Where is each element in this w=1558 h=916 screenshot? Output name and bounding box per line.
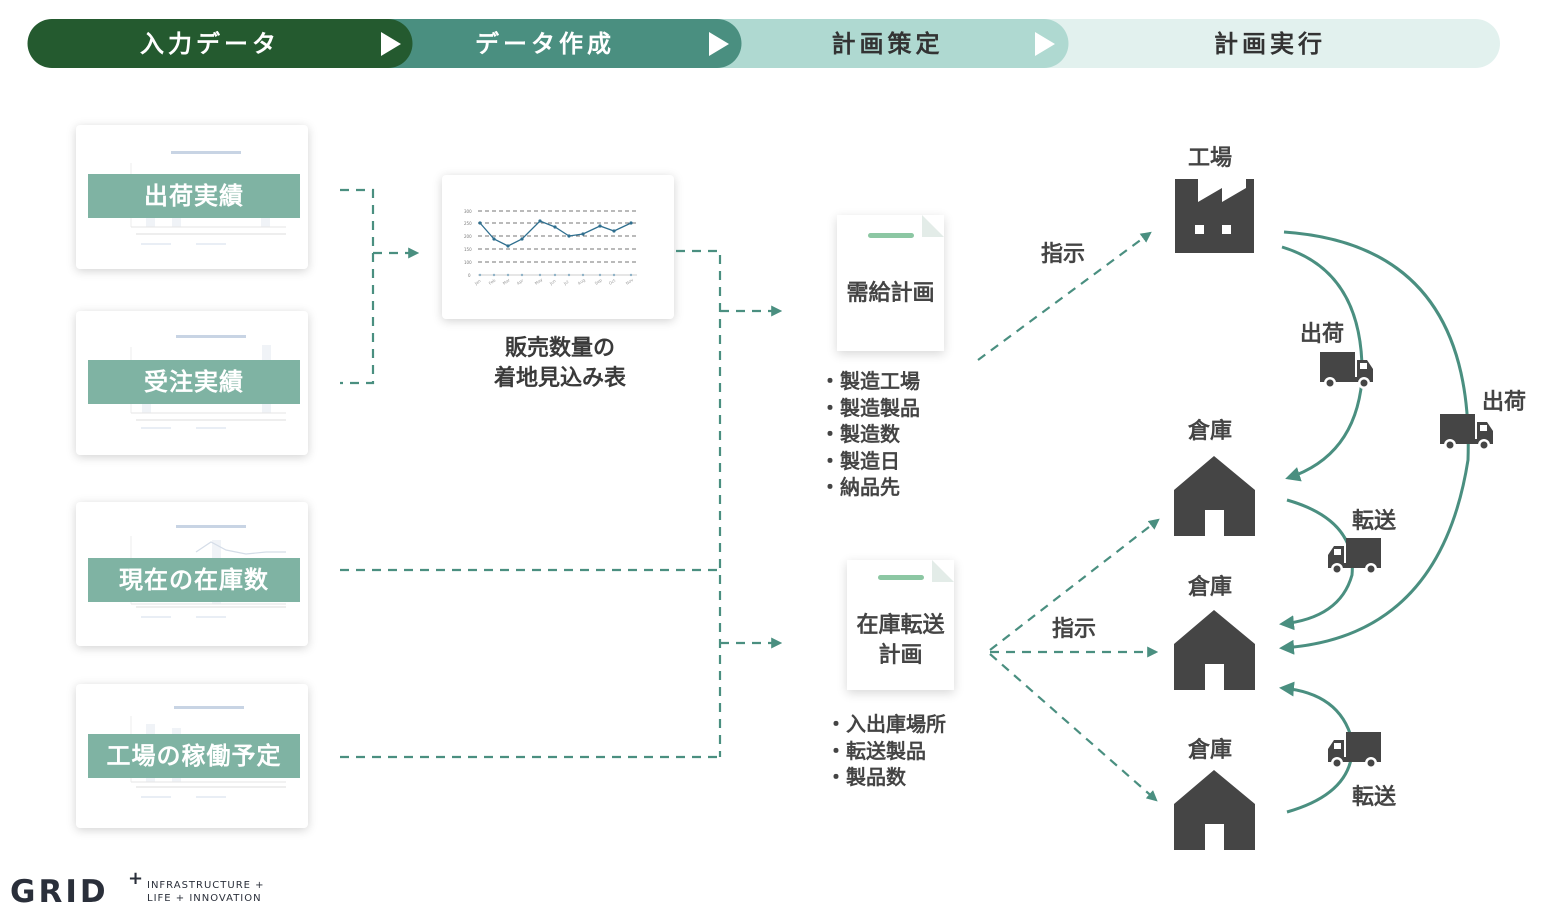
logo-wordmark: GRID: [10, 874, 109, 910]
svg-text:0: 0: [468, 273, 471, 278]
input-card-shipment-history: 出荷実績: [76, 125, 308, 269]
document-fold-icon: [878, 560, 954, 582]
transfer-w1-to-w2-curve: [1279, 498, 1354, 631]
transfer-label: 転送: [1352, 509, 1397, 534]
document-fold-icon: [868, 215, 944, 238]
input-card-label: 受注実績: [88, 360, 300, 404]
plan-item: ・製造工場: [820, 369, 920, 393]
svg-text:200: 200: [464, 234, 472, 239]
forecast-trunk-line: [676, 249, 722, 757]
transfer-label: 転送: [1352, 785, 1397, 810]
instruct-warehouse3-arrow: [989, 653, 1158, 802]
truck-icon: [1328, 538, 1381, 575]
instruct-label: 指示: [1041, 242, 1086, 267]
logo-tagline: LIFE + INNOVATION: [147, 893, 262, 904]
svg-text:Aug: Aug: [577, 277, 587, 286]
step-input-data: 入力データ: [140, 30, 280, 58]
truck-icon: [1328, 732, 1381, 769]
warehouse-icon: [1174, 456, 1255, 536]
forecast-caption: 販売数量の 着地見込み表: [440, 334, 680, 394]
input-card-label: 工場の稼働予定: [88, 734, 300, 778]
plan-title: 計画: [878, 643, 923, 668]
plan-item: ・製造製品: [820, 395, 920, 420]
instruct-factory-arrow: [977, 231, 1152, 361]
ship-label: 出荷: [1300, 322, 1345, 347]
ship-label: 出荷: [1482, 390, 1527, 415]
plan-title: 需給計画: [846, 281, 935, 306]
svg-text:300: 300: [464, 209, 472, 214]
supply-demand-plan-items: ・製造工場 ・製造製品 ・製造数 ・製造日 ・納品先: [820, 368, 920, 501]
step-plan-formulation: 計画策定: [831, 30, 944, 58]
forecast-caption-line2: 着地見込み表: [493, 366, 626, 391]
step-arrow-icon: [1035, 32, 1055, 56]
input-card-current-inventory: 現在の在庫数: [76, 502, 308, 646]
svg-text:150: 150: [464, 247, 472, 252]
warehouse-icon: [1174, 610, 1255, 690]
factory-label: 工場: [1188, 146, 1233, 171]
svg-text:Sep: Sep: [594, 277, 603, 286]
svg-text:Jul: Jul: [562, 279, 570, 286]
plan-item: ・入出庫場所: [826, 712, 946, 736]
instruct-warehouse1-arrow: [989, 518, 1160, 651]
warehouse-label: 倉庫: [1188, 575, 1233, 600]
input-card-factory-schedule: 工場の稼働予定: [76, 684, 308, 828]
forecast-chart-card: 300 250 200 150 100 0 Jan Feb Mar Apr May Ju…: [442, 175, 674, 319]
logo-tagline: INFRASTRUCTURE +: [147, 880, 265, 891]
forecast-caption-line1: 販売数量の: [504, 336, 615, 361]
step-arrow-icon: [381, 32, 401, 56]
svg-text:Oct: Oct: [608, 278, 617, 286]
step-arrow-icon: [709, 32, 729, 56]
plan-item: ・製造日: [820, 448, 900, 473]
plan-item: ・転送製品: [826, 738, 926, 763]
svg-text:100: 100: [464, 260, 472, 265]
input-card-label: 出荷実績: [88, 174, 300, 218]
svg-text:Nov: Nov: [625, 277, 635, 286]
truck-icon: [1320, 352, 1373, 389]
warehouse-label: 倉庫: [1188, 419, 1233, 444]
forecast-line-chart: 300 250 200 150 100 0 Jan Feb Mar Apr May Ju…: [464, 209, 637, 287]
factory-icon: [1175, 179, 1254, 253]
svg-text:Jun: Jun: [548, 278, 557, 287]
input-merge-line: [340, 188, 375, 385]
svg-text:Mar: Mar: [502, 277, 511, 286]
inventory-transfer-plan-items: ・入出庫場所 ・転送製品 ・製品数: [826, 711, 946, 791]
plan-item: ・製造数: [820, 422, 900, 446]
plan-item: ・製品数: [826, 765, 906, 789]
step-data-creation: データ作成: [475, 30, 615, 58]
input-card-order-history: 受注実績: [76, 311, 308, 455]
svg-text:Apr: Apr: [516, 278, 525, 286]
ship-factory-to-warehouse2-curve: [1279, 230, 1470, 655]
input-card-label: 現在の在庫数: [88, 558, 300, 602]
instruct-label: 指示: [1052, 617, 1097, 642]
warehouse-icon: [1174, 770, 1255, 850]
step-plan-execution: 計画実行: [1214, 30, 1326, 58]
warehouse-label: 倉庫: [1188, 738, 1233, 763]
svg-text:May: May: [534, 277, 544, 286]
plan-title: 在庫転送: [856, 613, 945, 638]
logo-plus-mark: +: [128, 868, 144, 889]
plan-item: ・納品先: [820, 475, 900, 499]
svg-text:250: 250: [464, 221, 472, 226]
svg-text:Feb: Feb: [488, 277, 497, 285]
svg-text:Jan: Jan: [473, 278, 482, 286]
truck-icon: [1440, 414, 1493, 451]
supply-demand-plan-doc: 需給計画: [837, 215, 944, 351]
inventory-transfer-plan-doc: 在庫転送 計画: [847, 560, 954, 690]
process-steps-bar: [27, 19, 1500, 68]
